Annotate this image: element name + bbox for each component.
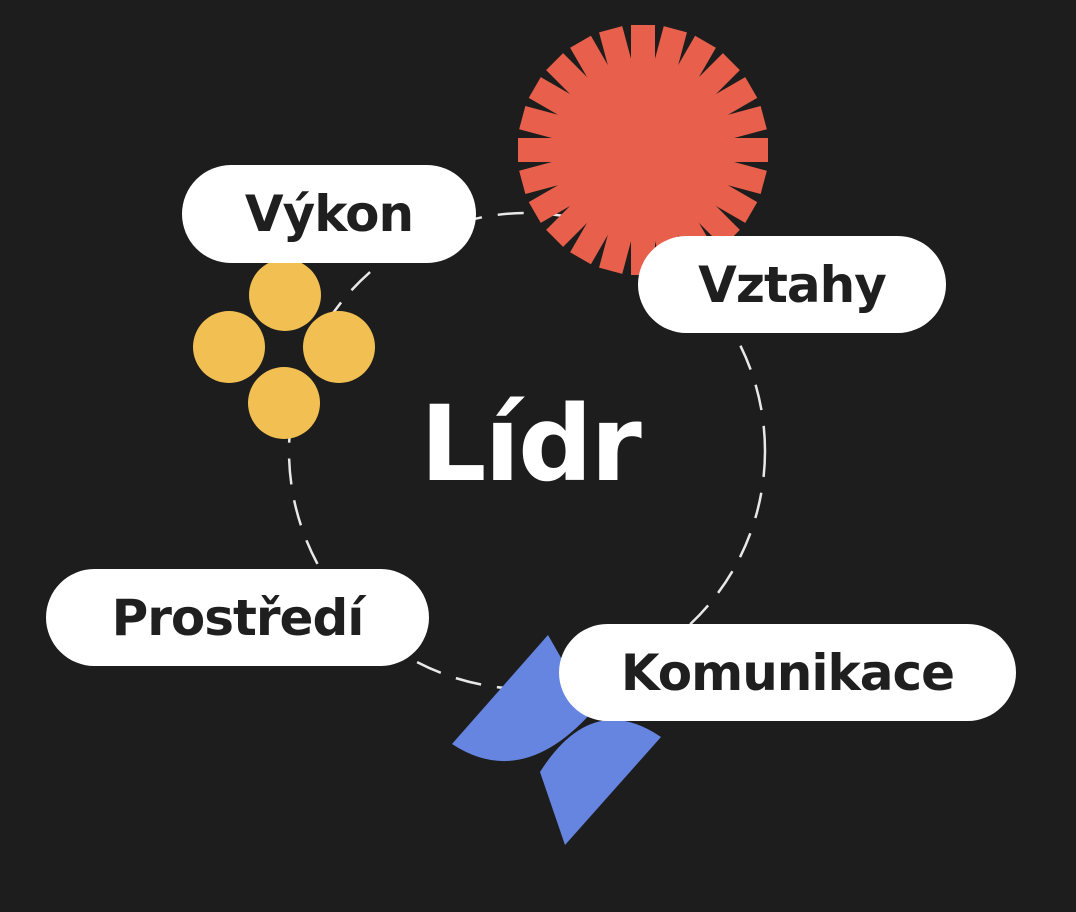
node-vykon: Výkon [182,165,476,263]
node-vztahy: Vztahy [638,236,946,333]
node-komunikace: Komunikace [559,624,1016,721]
node-prostredi: Prostředí [46,569,429,666]
sunburst-ray [519,106,767,194]
center-label: Lídr [420,383,642,505]
